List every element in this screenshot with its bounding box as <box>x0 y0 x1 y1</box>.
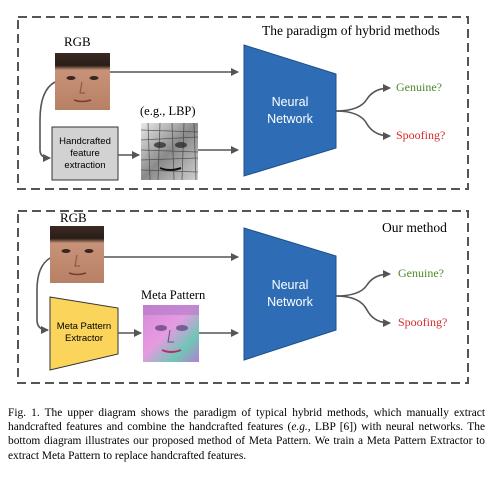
rgb-face-image <box>55 53 110 110</box>
meta-pattern-extractor-block <box>49 296 119 371</box>
feature-label-lbp: (e.g., LBP) <box>140 104 196 118</box>
arrow-to-spoofing <box>335 295 391 327</box>
caption-eg: e.g. <box>291 421 308 434</box>
caption-text: , LBP [6]) with neural networks. The bot… <box>8 421 485 462</box>
feature-label-meta-pattern: Meta Pattern <box>141 288 206 302</box>
panel-title: Our method <box>382 220 447 235</box>
output-spoofing: Spoofing? <box>398 315 448 329</box>
network-line: Network <box>267 295 313 309</box>
hybrid-vs-meta-pattern-diagram: The paradigm of hybrid methods RGB Handc… <box>17 16 469 384</box>
neural-network-label: Neural Network <box>250 94 330 128</box>
box-line: Meta Pattern <box>56 321 112 332</box>
meta-pattern-image <box>143 305 199 362</box>
diagram-svg <box>17 16 469 384</box>
panel-our-method-frame <box>17 210 469 384</box>
input-label-rgb: RGB <box>64 34 91 49</box>
output-genuine: Genuine? <box>398 266 444 280</box>
neural-network-block <box>243 44 337 177</box>
handcrafted-extraction-box <box>51 126 119 181</box>
neural-network-block <box>243 227 337 361</box>
neural-network-label: Neural Network <box>250 277 330 311</box>
output-spoofing: Spoofing? <box>396 128 446 142</box>
panel-hybrid-frame <box>17 16 469 190</box>
box-line: Handcrafted <box>59 136 111 147</box>
network-line: Neural <box>271 278 309 292</box>
input-label-rgb: RGB <box>60 210 87 225</box>
box-line: Extractor <box>64 333 103 344</box>
box-line: feature <box>70 148 100 159</box>
figure-caption: Fig. 1. The upper diagram shows the para… <box>8 406 485 463</box>
network-line: Neural <box>271 95 309 109</box>
arrow-rgb-to-extractor <box>36 257 51 334</box>
network-line: Network <box>267 112 313 126</box>
arrow-to-spoofing <box>335 110 391 140</box>
arrow-rgb-to-extractor <box>39 81 56 162</box>
arrow-to-genuine <box>335 84 391 112</box>
caption-prefix: Fig. 1. <box>8 407 40 419</box>
panel-title: The paradigm of hybrid methods <box>262 23 440 38</box>
caption-text: The upper diagram shows the paradigm of … <box>8 407 485 434</box>
lbp-feature-image <box>140 122 199 181</box>
meta-pattern-extractor-label: Meta Pattern Extractor <box>50 321 118 345</box>
output-genuine: Genuine? <box>396 80 442 94</box>
rgb-face-image <box>50 226 104 283</box>
box-line: extraction <box>64 160 106 171</box>
handcrafted-extraction-label: Handcrafted feature extraction <box>52 136 118 172</box>
arrow-to-genuine <box>335 270 391 297</box>
